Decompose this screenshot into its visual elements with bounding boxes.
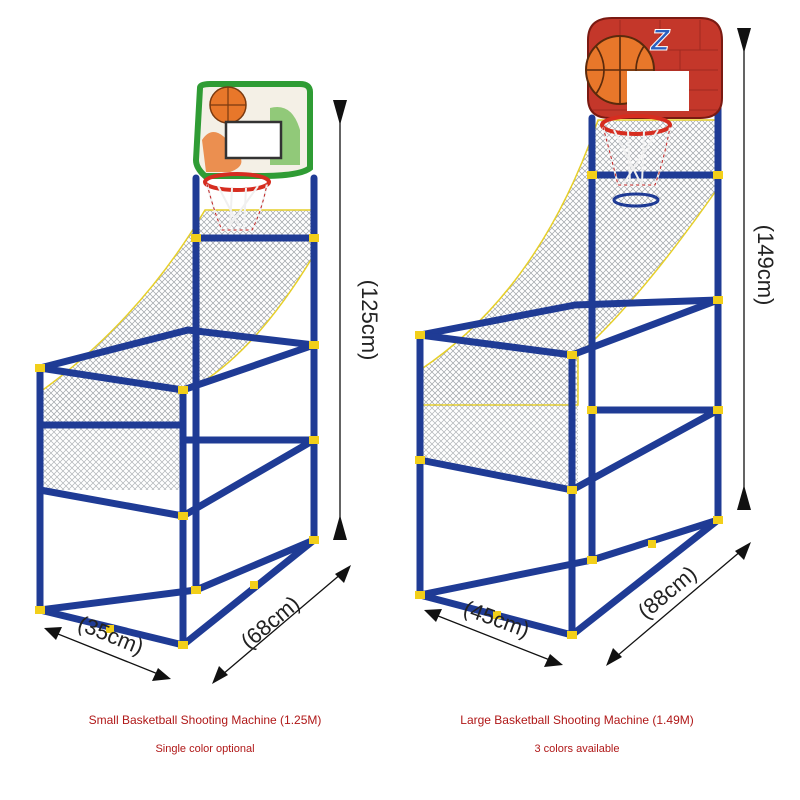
large-hoop (600, 114, 672, 208)
small-height-label: (125cm) (357, 280, 382, 361)
small-net (39, 209, 313, 426)
small-depth-label: (68cm) (236, 591, 305, 654)
small-machine-title: Small Basketball Shooting Machine (1.25M… (88, 713, 322, 727)
large-shooting-machine: Z (415, 17, 723, 639)
small-target-square (224, 120, 283, 160)
large-width-label: (45cm) (460, 596, 533, 643)
small-width-label: (35cm) (74, 611, 147, 660)
large-height-label: (149cm) (753, 225, 778, 306)
large-machine-title: Large Basketball Shooting Machine (1.49M… (460, 713, 694, 727)
small-shooting-machine (35, 81, 319, 649)
large-dimension-lines (424, 28, 751, 667)
large-net-floor (420, 405, 578, 490)
small-net-floor (40, 425, 185, 490)
small-backboard (192, 81, 313, 179)
small-dimension-lines (44, 100, 351, 684)
small-joints (35, 234, 319, 649)
large-joints (415, 171, 723, 639)
large-machine-subtitle: 3 colors available (534, 743, 620, 755)
large-target-square (627, 71, 689, 111)
backboard-logo: Z (650, 24, 671, 57)
small-hoop (203, 172, 271, 231)
large-backboard: Z (585, 17, 723, 119)
small-machine-subtitle: Single color optional (155, 743, 255, 755)
